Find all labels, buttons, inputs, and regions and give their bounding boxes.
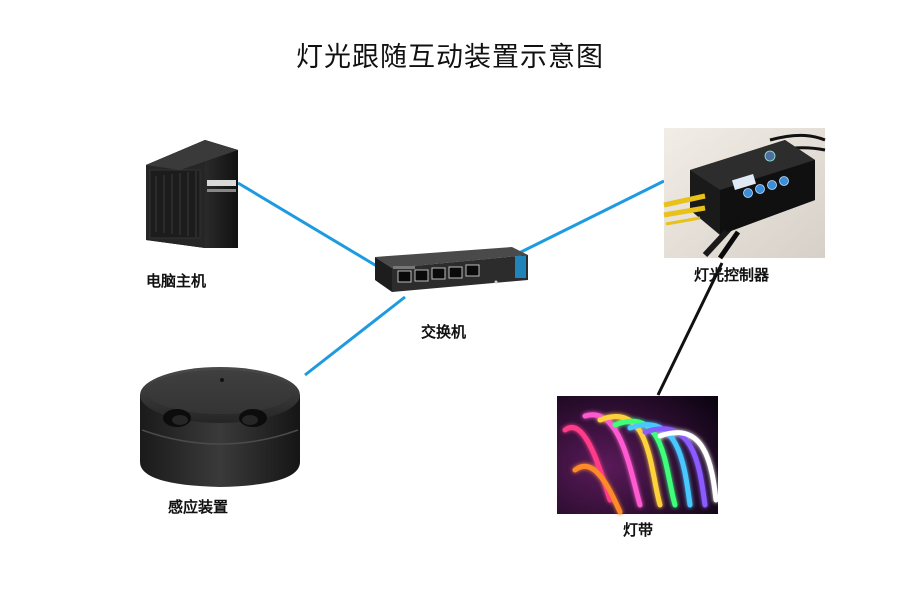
light-controller-icon xyxy=(663,128,826,260)
neon-light-strip-icon xyxy=(557,396,719,515)
link-computer-switch xyxy=(237,181,381,270)
link-sensor-switch xyxy=(304,295,406,377)
strip-label: 灯带 xyxy=(623,521,654,539)
switch-label: 交换机 xyxy=(421,323,467,341)
computer-label: 电脑主机 xyxy=(146,272,207,290)
link-switch-controller xyxy=(514,179,665,257)
controller-label: 灯光控制器 xyxy=(694,266,770,284)
network-switch-icon xyxy=(375,247,528,292)
sensor-label: 感应装置 xyxy=(168,498,229,516)
link-controller-strip xyxy=(656,262,724,396)
computer-tower-icon xyxy=(146,140,238,248)
diagram-title: 灯光跟随互动装置示意图 xyxy=(296,42,604,73)
sensor-device-icon xyxy=(140,367,300,487)
